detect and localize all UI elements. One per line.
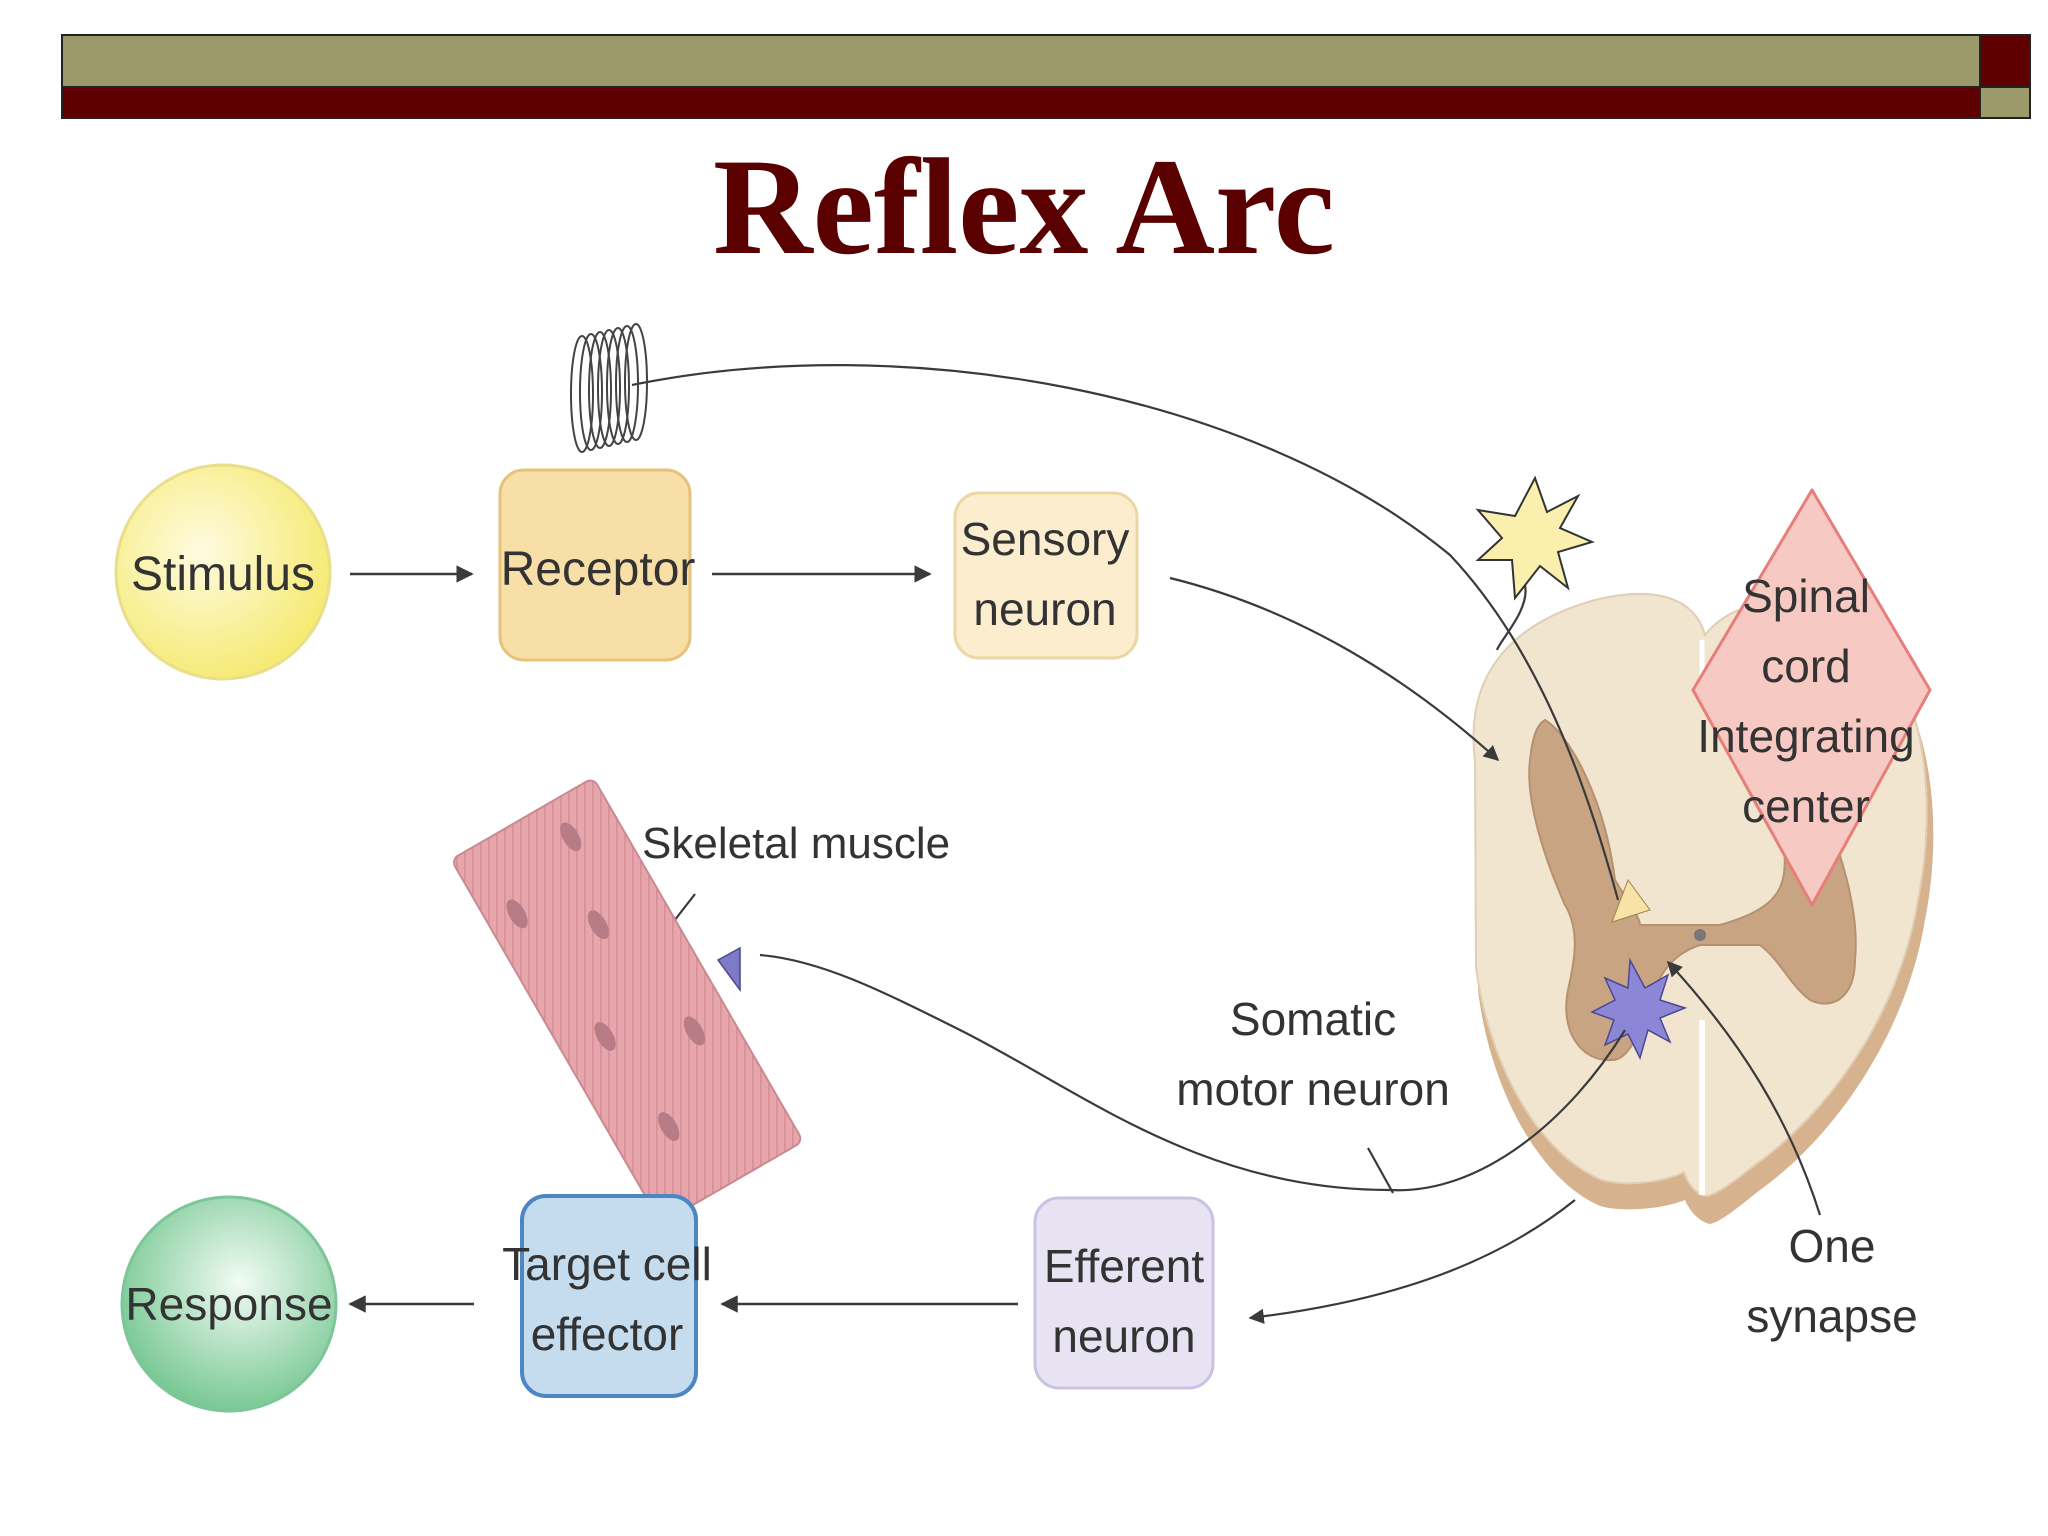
spinal-cord-label-4: center: [1742, 780, 1870, 832]
neuromuscular-junction-icon: [716, 946, 741, 993]
synapse-pointer: [1666, 960, 1822, 1216]
stimulus-star-icon: [1475, 475, 1595, 601]
efferent-neuron-node: Efferent neuron: [1033, 1196, 1215, 1390]
receptor-label: Receptor: [501, 543, 696, 596]
target-cell-label-2: effector: [531, 1308, 684, 1360]
flow-arrows: [348, 565, 1018, 1313]
spinal-cord-label-node: Spinal cord Integrating center: [1691, 488, 1932, 907]
somatic-motor-neuron-label-1: Somatic: [1230, 993, 1396, 1045]
header-corner-maroon: [1979, 34, 2031, 88]
header-maroon-bar: [61, 86, 1981, 119]
header-bar: [61, 34, 2031, 119]
header-olive-bar: [61, 34, 1981, 88]
skeletal-muscle-label: Skeletal muscle: [642, 819, 950, 868]
central-canal: [1694, 929, 1706, 941]
one-synapse-label-2: synapse: [1746, 1290, 1917, 1342]
header-corner-olive: [1979, 86, 2031, 119]
somatic-motor-neuron-label-2: motor neuron: [1176, 1063, 1450, 1115]
spinal-cord-gray-matter: [1528, 718, 1857, 1062]
one-synapse-label-1: One: [1789, 1220, 1876, 1272]
spinal-cord-label-3: Integrating: [1697, 710, 1914, 762]
sensory-to-cord-arrow: [1169, 576, 1500, 762]
pathways: [631, 364, 1822, 1324]
cord-to-efferent-arrow: [1248, 1199, 1576, 1324]
sensory-neuron-node: Sensory neuron: [953, 491, 1139, 660]
stimulus-node: Stimulus: [114, 463, 332, 681]
spinal-cord-label-1: Spinal: [1742, 570, 1870, 622]
response-node: Response: [120, 1195, 338, 1413]
sensory-neuron-label-2: neuron: [973, 583, 1116, 635]
somatic-motor-neuron-axon: [759, 953, 1626, 1192]
target-cell-node: Target cell effector: [502, 1194, 712, 1398]
receptor-coil-icon: [570, 323, 648, 453]
response-label: Response: [125, 1278, 332, 1330]
target-cell-label-1: Target cell: [502, 1238, 712, 1290]
sensory-neuron-label-1: Sensory: [961, 513, 1130, 565]
receptor-node: Receptor: [498, 468, 696, 662]
motor-neuron-cell-body: [1590, 957, 1688, 1061]
efferent-neuron-label-1: Efferent: [1044, 1240, 1204, 1292]
somatic-label-leader: [1367, 1147, 1394, 1194]
spinal-cord-label-2: cord: [1761, 640, 1850, 692]
sensory-axon-terminal: [1611, 878, 1651, 923]
star-stem: [1495, 584, 1527, 651]
skeletal-muscle-icon: [453, 779, 802, 1222]
slide-title: Reflex Arc: [712, 130, 1335, 283]
efferent-neuron-label-2: neuron: [1052, 1310, 1195, 1362]
sensory-fiber: [631, 364, 1620, 901]
stimulus-label: Stimulus: [131, 548, 315, 601]
